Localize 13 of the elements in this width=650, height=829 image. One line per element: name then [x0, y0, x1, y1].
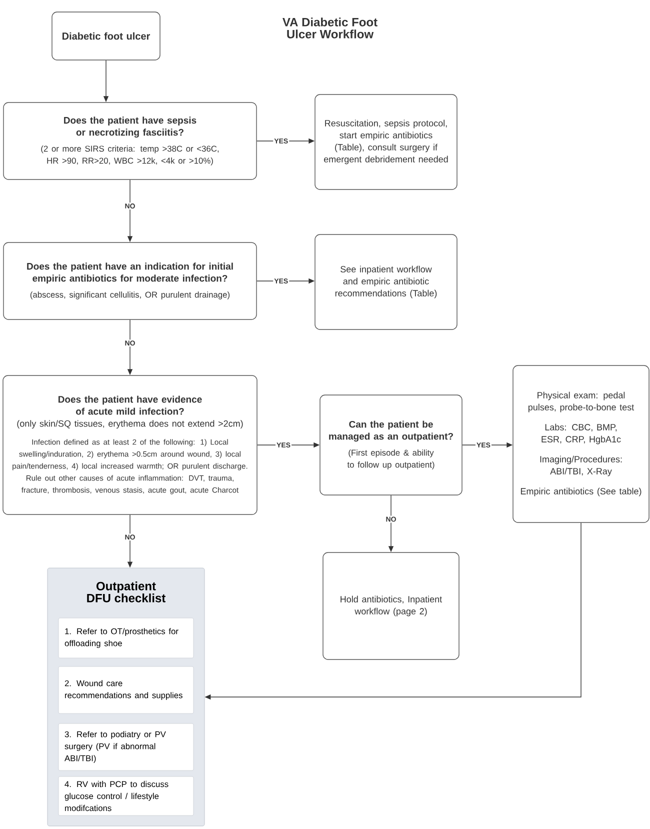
decision-box: Does the patient have an indication for initial empiric antibiotics for moderate infection? (abscess, significant cellulitis, OR purulent drainage) [3, 242, 257, 320]
process-box: Physical exam: pedal pulses, probe-to-bone test Labs: CBC, BMP, ESR, CRP, HgbA1c Imaging/Procedures: ABI/TBI, X-Ray Empiric antibiotics (See table) [512, 365, 650, 523]
process-box: See inpatient workflow and empiric antibiotic recommendations (Table) [314, 234, 458, 330]
process-box: Hold antibiotics, Inpatient workflow (page 2) [322, 552, 460, 660]
checklist-item: 4. RV with PCP to discuss glucose control / lifestyle modifcations [58, 776, 194, 816]
title: VA Diabetic Foot Ulcer Workflow [282, 18, 378, 38]
checklist-item: 2. Wound care recommendations and supplies [58, 666, 194, 714]
start-box: Diabetic foot ulcer [52, 12, 160, 60]
checklist-item: 3. Refer to podiatry or PV surgery (PV if abnormal ABI/TBI) [58, 723, 194, 771]
process-box: Resuscitation, sepsis protocol, start empiric antibiotics (Table), consult surgery if emergent debridement needed [314, 94, 458, 190]
checklist-item: 1. Refer to OT/prosthetics for offloading shoe [58, 618, 194, 658]
decision-box: Can the patient be managed as an outpatient? (First episode & ability to follow up outpatient) [320, 394, 462, 496]
decision-box: Does the patient have sepsis or necrotizing fasciitis? (2 or more SIRS criteria: temp >38C or <36C, HR >90, RR>20, WBC >12k, <4k or >10%) [3, 102, 257, 180]
